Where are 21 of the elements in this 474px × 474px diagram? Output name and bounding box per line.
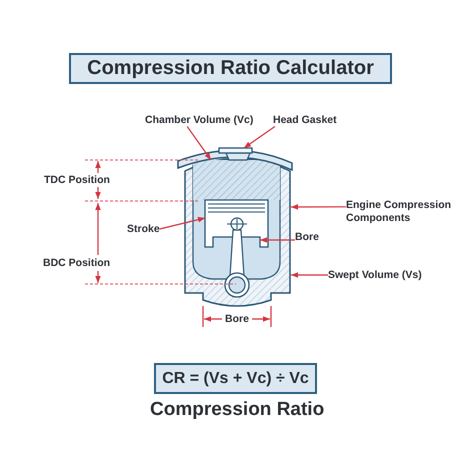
title-banner: Compression Ratio Calculator — [69, 53, 392, 84]
formula-box: CR = (Vs + Vc) ÷ Vc — [154, 363, 317, 394]
leader-line — [186, 126, 212, 160]
leader-line — [291, 272, 328, 278]
callout-label: Stroke — [127, 222, 160, 236]
cylinder-block — [184, 158, 291, 307]
head-gasket — [218, 147, 253, 161]
callout-label: Swept Volume (Vs) — [328, 268, 422, 282]
callout-label: Bore — [295, 230, 319, 244]
leader-line — [291, 204, 346, 210]
dimension-label: BDC Position — [43, 256, 110, 270]
dimension-label: Bore — [225, 312, 249, 326]
leader-line — [160, 216, 206, 230]
leader-line — [260, 237, 295, 243]
leader-line — [244, 126, 276, 148]
caption: Compression Ratio — [150, 398, 324, 422]
callout-label: Head Gasket — [273, 114, 337, 126]
combustion-chamber — [193, 160, 280, 200]
dimension-label: TDC Position — [44, 174, 110, 186]
callout-label: Chamber Volume (Vc) — [145, 114, 254, 126]
callout-label: Engine Compression Components — [346, 199, 454, 225]
